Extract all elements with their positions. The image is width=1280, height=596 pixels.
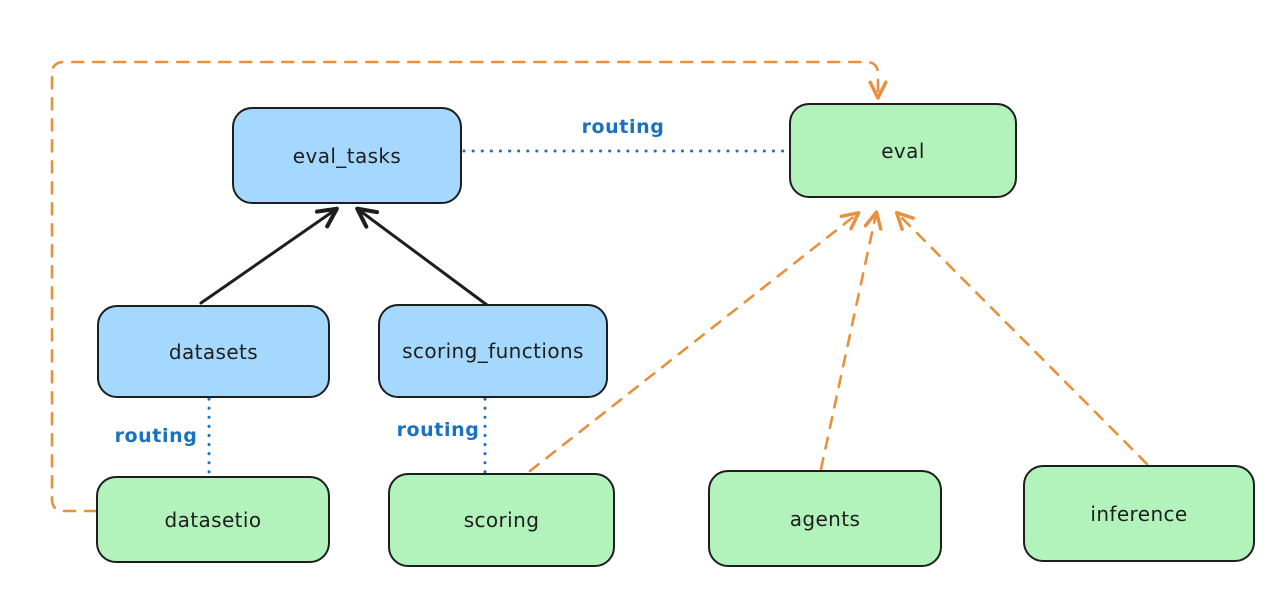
node-eval-tasks: eval_tasks xyxy=(232,107,462,204)
routing-label-datasets-datasetio: routing xyxy=(114,425,198,447)
edge-agents-to-eval xyxy=(819,210,883,471)
node-agents-label: agents xyxy=(789,506,861,531)
node-scoring-label: scoring xyxy=(463,508,540,532)
routing-label-eval-tasks-eval: routing xyxy=(581,116,665,138)
node-eval: eval xyxy=(789,103,1017,198)
node-datasets: datasets xyxy=(97,305,330,398)
node-inference: inference xyxy=(1023,465,1255,562)
node-scoring: scoring xyxy=(388,473,615,567)
node-inference-label: inference xyxy=(1090,501,1188,526)
edge-inference-to-eval xyxy=(894,210,1149,466)
routing-label-scoring-functions-scoring: routing xyxy=(396,419,480,441)
node-datasetio-label: datasetio xyxy=(164,507,262,532)
node-eval-label: eval xyxy=(881,138,925,163)
node-datasets-label: datasets xyxy=(168,339,259,364)
edge-scoring-functions-to-eval-tasks xyxy=(355,206,489,307)
edge-datasetio-to-eval xyxy=(50,60,888,513)
edge-scoring-to-eval xyxy=(528,211,861,473)
edge-datasets-to-eval-tasks xyxy=(199,206,339,305)
node-datasetio: datasetio xyxy=(96,476,330,563)
node-scoring-functions-label: scoring_functions xyxy=(402,339,584,363)
node-eval-tasks-label: eval_tasks xyxy=(292,143,402,168)
node-scoring-functions: scoring_functions xyxy=(378,304,608,398)
node-agents: agents xyxy=(708,470,942,567)
